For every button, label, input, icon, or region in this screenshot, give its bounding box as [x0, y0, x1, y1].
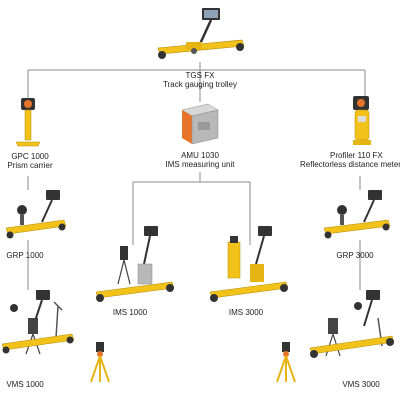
gpc-prism-carrier-illustration	[15, 98, 41, 147]
profiler-distance-meter-illustration	[353, 96, 371, 145]
vms-3000-title: VMS 3000	[342, 380, 380, 389]
vms-1000-title: VMS 1000	[6, 380, 44, 389]
amu-title: AMU 1030	[181, 151, 219, 160]
profiler-subtitle: Reflectorless distance meter	[300, 160, 400, 169]
tgs-title: TGS FX	[185, 71, 215, 80]
vms-1000-label: VMS 1000	[0, 380, 50, 389]
ims-1000-illustration	[95, 226, 175, 302]
vms-1000-trolley-illustration	[1, 290, 75, 355]
amu-label: AMU 1030 IMS measuring unit	[140, 151, 260, 169]
vms-3000-tripod-illustration	[276, 342, 296, 383]
ims-3000-label: IMS 3000	[216, 308, 276, 317]
grp-3000-title: GRP 3000	[336, 251, 374, 260]
profiler-title: Profiler 110 FX	[330, 151, 383, 160]
vms-3000-label: VMS 3000	[336, 380, 386, 389]
grp-1000-title: GRP 1000	[6, 251, 44, 260]
amu-subtitle: IMS measuring unit	[165, 160, 235, 169]
gpc-label: GPC 1000 Prism carrier	[0, 152, 70, 170]
tgs-label: TGS FX Track gauging trolley	[130, 71, 270, 89]
ims-1000-label: IMS 1000	[100, 308, 160, 317]
amu-measuring-unit-illustration	[181, 103, 219, 145]
grp-1000-label: GRP 1000	[0, 251, 50, 260]
vms-3000-trolley-illustration	[309, 290, 395, 358]
vms-1000-tripod-illustration	[90, 342, 110, 383]
gpc-title: GPC 1000	[11, 152, 49, 161]
grp-3000-trolley-illustration	[323, 190, 391, 239]
ims-1000-title: IMS 1000	[112, 308, 148, 317]
grp-1000-trolley-illustration	[5, 190, 67, 239]
profiler-label: Profiler 110 FX Reflectorless distance m…	[300, 151, 400, 169]
gpc-subtitle: Prism carrier	[7, 161, 53, 170]
tgs-subtitle: Track gauging trolley	[163, 80, 237, 89]
tgs-trolley-illustration	[157, 8, 245, 59]
grp-3000-label: GRP 3000	[330, 251, 380, 260]
ims-3000-illustration	[209, 226, 289, 302]
ims-3000-title: IMS 3000	[228, 308, 264, 317]
